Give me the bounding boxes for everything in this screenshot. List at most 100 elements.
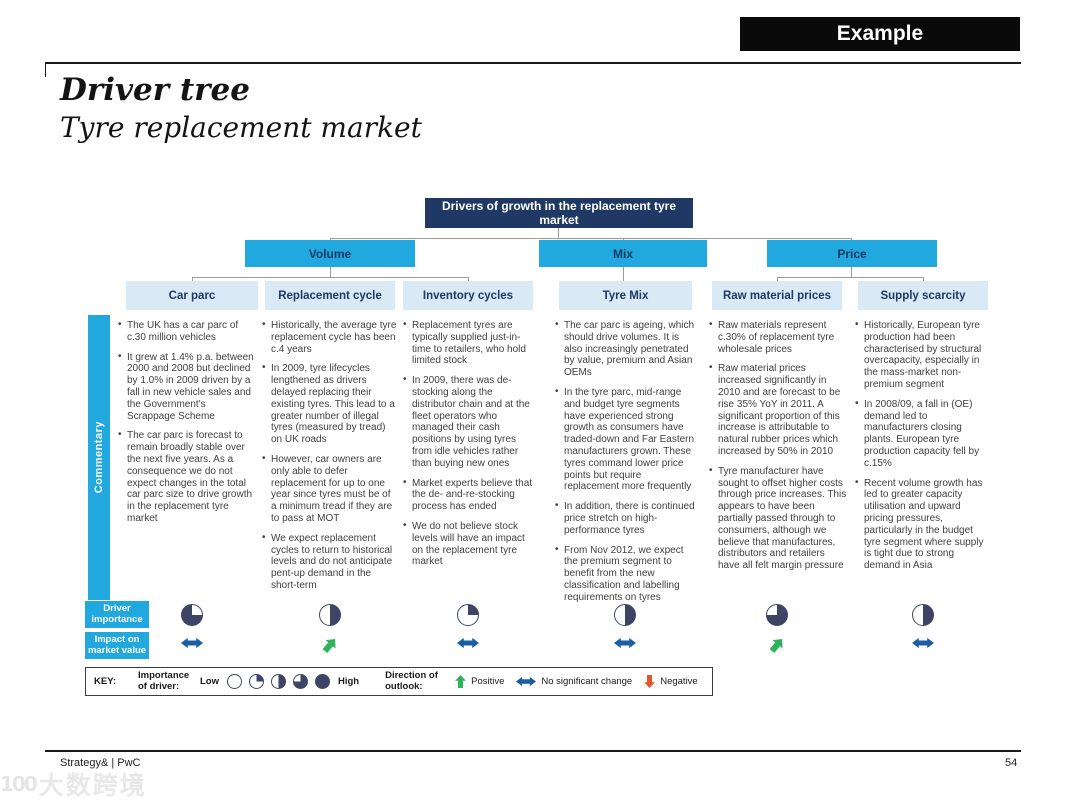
tree-connector-line bbox=[192, 278, 193, 283]
impact-cell bbox=[912, 637, 934, 649]
driver-importance-cell bbox=[457, 604, 479, 626]
driver-importance-cell bbox=[319, 604, 341, 626]
tree-connector-line bbox=[777, 278, 778, 283]
watermark-logo-icon: 100 bbox=[0, 772, 38, 796]
bullet-item: However, car owners are only able to def… bbox=[262, 453, 398, 525]
arrow-up-icon bbox=[769, 637, 784, 654]
key-outlook-item: Positive bbox=[455, 675, 504, 688]
arrow-up-icon bbox=[455, 675, 466, 688]
impact-cell bbox=[769, 637, 784, 654]
harvey-ball-icon bbox=[912, 604, 934, 626]
key-outlook-item: Negative bbox=[644, 675, 698, 688]
key-outlook-item-label: Positive bbox=[471, 676, 505, 687]
tree-connector-line bbox=[777, 277, 924, 278]
tree-connector-line bbox=[851, 267, 852, 277]
commentary-column: Replacement tyres are typically supplied… bbox=[403, 319, 535, 576]
driver-importance-cell bbox=[766, 604, 788, 626]
tree-connector-line bbox=[623, 267, 624, 282]
arrow-double-icon bbox=[181, 637, 203, 649]
impact-cell bbox=[614, 637, 636, 649]
bullet-item: Recent volume growth has led to greater … bbox=[855, 477, 991, 572]
bullet-item: In 2008/09, a fall in (OE) demand led to… bbox=[855, 398, 991, 470]
key-label: KEY: bbox=[94, 676, 116, 687]
bullet-list: Raw materials represent c.30% of replace… bbox=[709, 319, 848, 572]
tree-connector-line bbox=[192, 277, 469, 278]
bullet-item: The car parc is forecast to remain broad… bbox=[118, 429, 254, 524]
commentary-column: Historically, the average tyre replaceme… bbox=[262, 319, 398, 600]
harvey-ball-icon bbox=[271, 674, 286, 689]
example-badge: Example bbox=[740, 17, 1020, 51]
bullet-item: Historically, the average tyre replaceme… bbox=[262, 319, 398, 355]
bullet-item: From Nov 2012, we expect the premium seg… bbox=[555, 544, 696, 604]
key-outlook-item-label: No significant change bbox=[541, 676, 633, 687]
impact-cell bbox=[181, 637, 203, 649]
arrow-double-icon bbox=[912, 637, 934, 649]
bullet-list: Replacement tyres are typically supplied… bbox=[403, 319, 535, 568]
example-badge-label: Example bbox=[836, 22, 924, 45]
harvey-ball-icon bbox=[315, 674, 330, 689]
harvey-ball-icon bbox=[614, 604, 636, 626]
bullet-item: It grew at 1.4% p.a. between 2000 and 20… bbox=[118, 351, 254, 423]
footer-rule bbox=[45, 750, 1021, 752]
tree-leaf-header: Supply scarcity bbox=[858, 281, 988, 310]
harvey-ball-icon bbox=[319, 604, 341, 626]
tree-root-box: Drivers of growth in the replacement tyr… bbox=[425, 198, 693, 228]
key-low-label: Low bbox=[200, 676, 219, 687]
key-harvey-scale bbox=[227, 674, 330, 689]
harvey-ball-icon bbox=[249, 674, 264, 689]
tree-connector-line bbox=[558, 228, 559, 239]
tree-connector-line bbox=[330, 238, 852, 239]
watermark-text: 大数跨境 bbox=[38, 771, 147, 800]
bullet-item: The car parc is ageing, which should dri… bbox=[555, 319, 696, 379]
commentary-column: Historically, European tyre production h… bbox=[855, 319, 991, 580]
page-number: 54 bbox=[1005, 757, 1018, 769]
bullet-item: Raw materials represent c.30% of replace… bbox=[709, 319, 848, 355]
tree-branch-volume: Volume bbox=[245, 240, 415, 267]
tree-leaf-header: Car parc bbox=[126, 281, 258, 310]
commentary-column: The UK has a car parc of c.30 million ve… bbox=[118, 319, 254, 533]
arrow-double-icon bbox=[457, 637, 479, 649]
key-high-label: High bbox=[338, 676, 360, 687]
key-importance-label: Importance of driver: bbox=[138, 670, 190, 692]
bullet-item: Market experts believe that the de- and-… bbox=[403, 477, 535, 513]
header-rule bbox=[45, 62, 1021, 64]
driver-importance-cell bbox=[912, 604, 934, 626]
key-outlook-item: No significant change bbox=[516, 676, 632, 687]
key-outlook-label: Direction of outlook: bbox=[385, 670, 438, 692]
tree-branch-mix: Mix bbox=[539, 240, 707, 267]
header-rule-tick bbox=[45, 62, 46, 77]
tree-leaf-header: Replacement cycle bbox=[265, 281, 395, 310]
arrow-down-icon bbox=[644, 675, 656, 688]
footer-brand: Strategy& | PwC bbox=[60, 757, 141, 769]
arrow-up-icon bbox=[322, 637, 337, 654]
commentary-column: Raw materials represent c.30% of replace… bbox=[709, 319, 848, 580]
bullet-item: In 2009, tyre lifecycles lengthened as d… bbox=[262, 362, 398, 446]
harvey-ball-icon bbox=[293, 674, 308, 689]
commentary-column: The car parc is ageing, which should dri… bbox=[555, 319, 696, 612]
tree-leaf-header: Inventory cycles bbox=[403, 281, 533, 310]
harvey-ball-icon bbox=[181, 604, 203, 626]
impact-market-value-label: Impact on market value bbox=[85, 632, 149, 659]
tree-leaf-header: Raw material prices bbox=[712, 281, 842, 310]
bullet-item: Replacement tyres are typically supplied… bbox=[403, 319, 535, 367]
bullet-item: In 2009, there was de-stocking along the… bbox=[403, 374, 535, 469]
tree-connector-line bbox=[330, 267, 331, 277]
commentary-bar-label: Commentary bbox=[93, 421, 105, 494]
driver-importance-cell bbox=[181, 604, 203, 626]
arrow-double-icon bbox=[614, 637, 636, 649]
key-outlook-item-label: Negative bbox=[660, 676, 698, 687]
driver-importance-label: Driver importance bbox=[85, 601, 149, 628]
tree-branch-price: Price bbox=[767, 240, 937, 267]
bullet-list: Historically, European tyre production h… bbox=[855, 319, 991, 572]
bullet-item: The UK has a car parc of c.30 million ve… bbox=[118, 319, 254, 344]
arrow-double-icon bbox=[516, 676, 537, 687]
bullet-item: In addition, there is continued price st… bbox=[555, 500, 696, 536]
tree-connector-line bbox=[468, 278, 469, 283]
bullet-list: The UK has a car parc of c.30 million ve… bbox=[118, 319, 254, 525]
bullet-item: In the tyre parc, mid-range and budget t… bbox=[555, 386, 696, 493]
impact-cell bbox=[322, 637, 337, 654]
tree-leaf-header: Tyre Mix bbox=[559, 281, 692, 310]
page-title: Driver tree bbox=[60, 72, 250, 108]
watermark: 100 大数跨境 bbox=[0, 766, 147, 802]
